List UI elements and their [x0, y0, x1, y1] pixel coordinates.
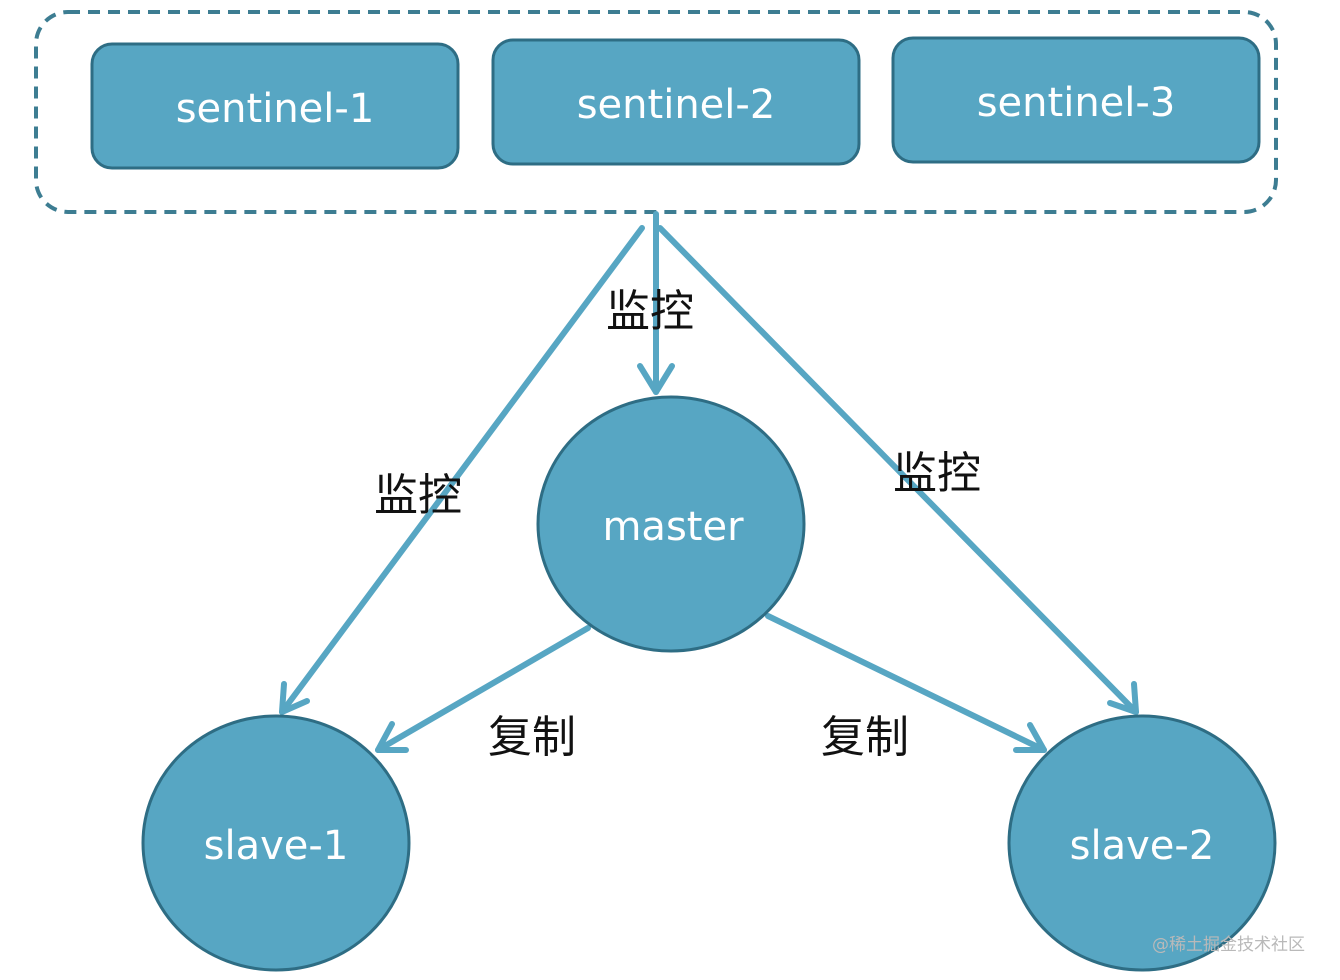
monitor-label-slave-1: 监控: [374, 470, 462, 521]
sentinel-1-label: sentinel-1: [176, 86, 375, 132]
replicate-label-slave-1: 复制: [488, 712, 576, 763]
sentinel-1-box: [90, 42, 460, 170]
monitor-edge-master: [637, 211, 675, 395]
master-label: master: [602, 504, 744, 550]
monitor-edge-slave-1: [279, 225, 645, 715]
slave-2-label: slave-2: [1070, 823, 1215, 869]
slave-1-node: [141, 714, 411, 972]
watermark: @稀土掘金技术社区: [1152, 935, 1305, 955]
replicate-edge-slave-2: [765, 613, 1047, 753]
monitor-label-master: 监控: [606, 286, 694, 337]
master-node: [536, 395, 806, 653]
replicate-edge-slave-1: [375, 625, 591, 753]
replicate-label-slave-2: 复制: [821, 712, 909, 763]
sentinel-2-box: [491, 38, 861, 166]
monitor-label-slave-2: 监控: [893, 448, 981, 499]
slave-1-label: slave-1: [204, 823, 349, 869]
monitor-edge-slave-2: [657, 225, 1139, 715]
sentinel-3-box: [891, 36, 1261, 164]
slave-2-node: [1007, 714, 1277, 972]
sentinel-3-label: sentinel-3: [977, 80, 1176, 126]
sentinel-2-label: sentinel-2: [577, 82, 776, 128]
